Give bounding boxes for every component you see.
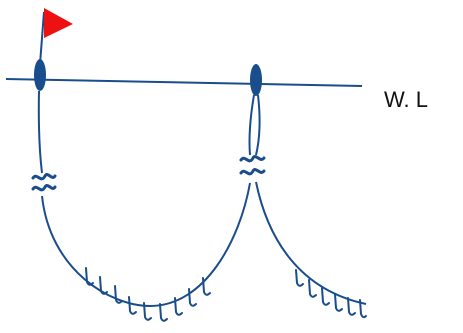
fishing-hook-icon <box>188 288 197 307</box>
red-flag-icon <box>39 8 73 65</box>
fishing-hook-icon <box>174 297 183 316</box>
water-line-label: W. L <box>384 87 428 112</box>
fishing-hook-icon <box>159 303 168 322</box>
hooks-right-group <box>295 269 367 319</box>
fishing-hook-icon <box>202 277 211 296</box>
left-dropper-line <box>37 90 43 174</box>
right-dropper-line-b <box>255 94 261 156</box>
right-break-mark-icon <box>239 155 266 176</box>
right-float-icon <box>250 64 262 96</box>
fishing-hook-icon <box>143 302 152 321</box>
water-line <box>5 78 363 87</box>
left-break-mark-icon <box>31 173 57 192</box>
fishing-hook-icon <box>321 287 330 306</box>
fishing-hook-icon <box>85 267 94 286</box>
mainline-right-segment <box>255 181 367 305</box>
hooks-left-group <box>85 267 211 322</box>
fishing-hook-icon <box>99 276 108 295</box>
fishing-hook-icon <box>359 299 367 319</box>
fishing-hook-icon <box>347 297 356 316</box>
mainline-left-segment <box>41 182 251 308</box>
fishing-hook-icon <box>128 296 137 315</box>
fishing-hook-icon <box>334 293 343 312</box>
fishing-hook-icon <box>308 279 317 298</box>
fishing-hook-icon <box>114 285 123 304</box>
right-dropper-line-a <box>248 94 255 156</box>
left-float-icon <box>34 59 46 91</box>
fishing-hook-icon <box>295 269 304 287</box>
